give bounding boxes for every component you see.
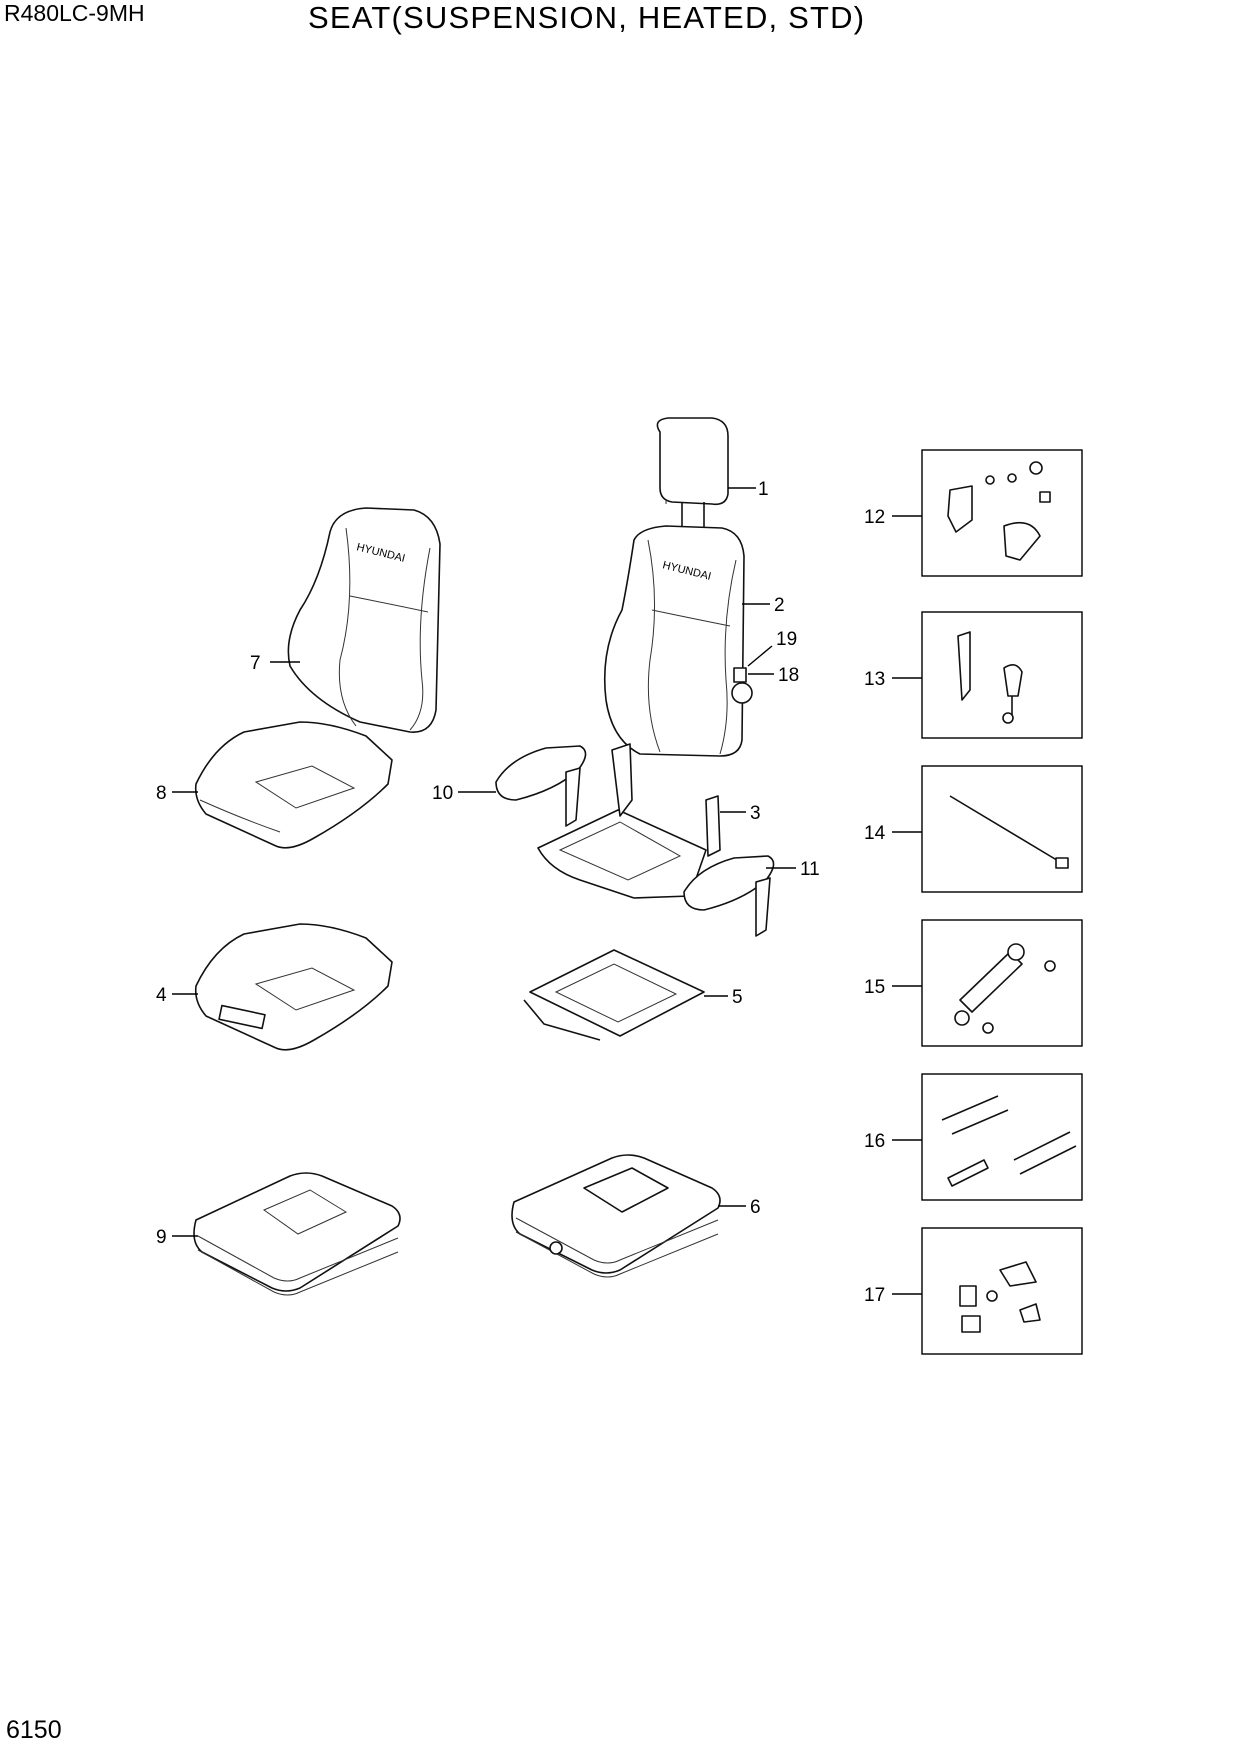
part-seat-cushion [194, 923, 393, 1051]
callout-7: 7 [250, 653, 261, 674]
callout-11: 11 [800, 859, 820, 880]
callout-8: 8 [156, 783, 167, 804]
kit-box-15 [921, 919, 1083, 1047]
part-left-armrest [495, 745, 587, 827]
callout-16: 16 [864, 1131, 885, 1152]
callout-14: 14 [864, 823, 886, 844]
kit-box-14 [921, 765, 1083, 893]
callout-5: 5 [732, 987, 743, 1008]
callout-2: 2 [774, 595, 785, 616]
part-seat-cushion-cover [194, 721, 393, 849]
page-number: 6150 [6, 1716, 62, 1744]
kit-box-17 [921, 1227, 1083, 1355]
model-number: R480LC-9MH [4, 0, 145, 26]
callout-3: 3 [750, 803, 761, 824]
part-heated-suspension-base [511, 1154, 721, 1278]
part-right-armrest [683, 855, 775, 937]
part-headrest [656, 417, 729, 542]
callout-19: 19 [776, 629, 797, 650]
callout-15: 15 [864, 977, 885, 998]
page-title: SEAT(SUSPENSION, HEATED, STD) [308, 0, 866, 35]
callout-10: 10 [432, 783, 453, 804]
part-slide-rail [523, 949, 705, 1041]
part-backrest-cover: HYUNDAI [287, 507, 441, 733]
kit-box-13 [921, 611, 1083, 739]
callout-18: 18 [778, 665, 799, 686]
callout-12: 12 [864, 507, 885, 528]
callout-13: 13 [864, 669, 885, 690]
leader-lines [172, 487, 922, 1295]
part-backrest: HYUNDAI [603, 525, 753, 757]
callout-4: 4 [156, 985, 167, 1006]
kit-box-12 [921, 449, 1083, 577]
callout-1: 1 [758, 479, 769, 500]
part-suspension-base [193, 1172, 401, 1296]
callout-6: 6 [750, 1197, 761, 1218]
part-seat-frame [537, 743, 721, 899]
callout-numbers: 1 2 3 4 5 6 7 8 9 10 11 12 13 14 15 16 1… [156, 479, 886, 1306]
callout-9: 9 [156, 1227, 167, 1248]
kit-box-16 [921, 1073, 1083, 1201]
callout-17: 17 [864, 1285, 885, 1306]
